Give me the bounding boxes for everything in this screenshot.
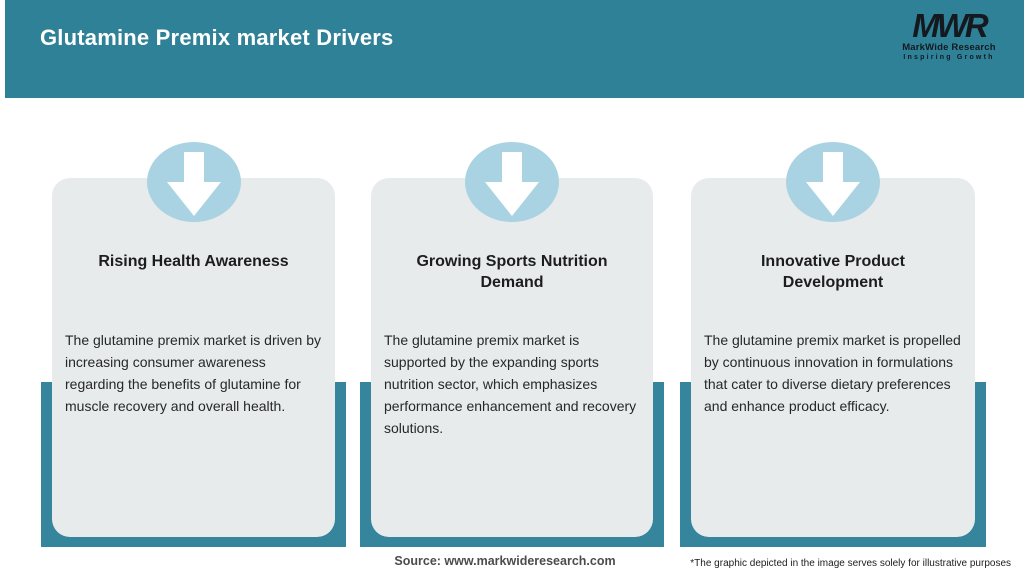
arrow-circle <box>146 142 241 222</box>
arrow-circle <box>786 142 880 222</box>
logo-monogram-icon: MWR <box>912 7 988 44</box>
card-description: The glutamine premix market is supported… <box>384 332 637 436</box>
card-title: Innovative Product Development <box>760 253 906 291</box>
down-arrow-icon <box>806 149 860 216</box>
source-text: Source: www.markwideresearch.com <box>394 554 616 568</box>
disclaimer-text: *The graphic depicted in the image serve… <box>690 558 1011 569</box>
header-bar: Glutamine Premix market Drivers MWR Mark… <box>5 0 1024 98</box>
driver-card-3: Innovative Product Development The gluta… <box>680 0 986 576</box>
driver-card-1: Rising Health Awareness The glutamine pr… <box>41 0 346 576</box>
card-title: Rising Health Awareness <box>98 253 289 270</box>
down-arrow-icon <box>485 149 539 216</box>
arrow-circle <box>465 142 559 222</box>
logo-tagline: Inspiring Growth <box>903 54 995 61</box>
card-description: The glutamine premix market is propelled… <box>704 332 961 414</box>
card-title: Growing Sports Nutrition Demand <box>416 253 608 291</box>
page-title: Glutamine Premix market Drivers <box>40 25 394 50</box>
card-body <box>691 178 975 537</box>
driver-card-2: Growing Sports Nutrition Demand The glut… <box>360 0 664 576</box>
down-arrow-icon <box>166 149 221 216</box>
card-body <box>52 178 335 537</box>
markwide-logo: MWR MarkWide Research Inspiring Growth <box>886 7 1012 61</box>
logo-company-name: MarkWide Research <box>902 42 996 53</box>
card-body <box>371 178 653 537</box>
card-description: The glutamine premix market is driven by… <box>65 332 321 414</box>
